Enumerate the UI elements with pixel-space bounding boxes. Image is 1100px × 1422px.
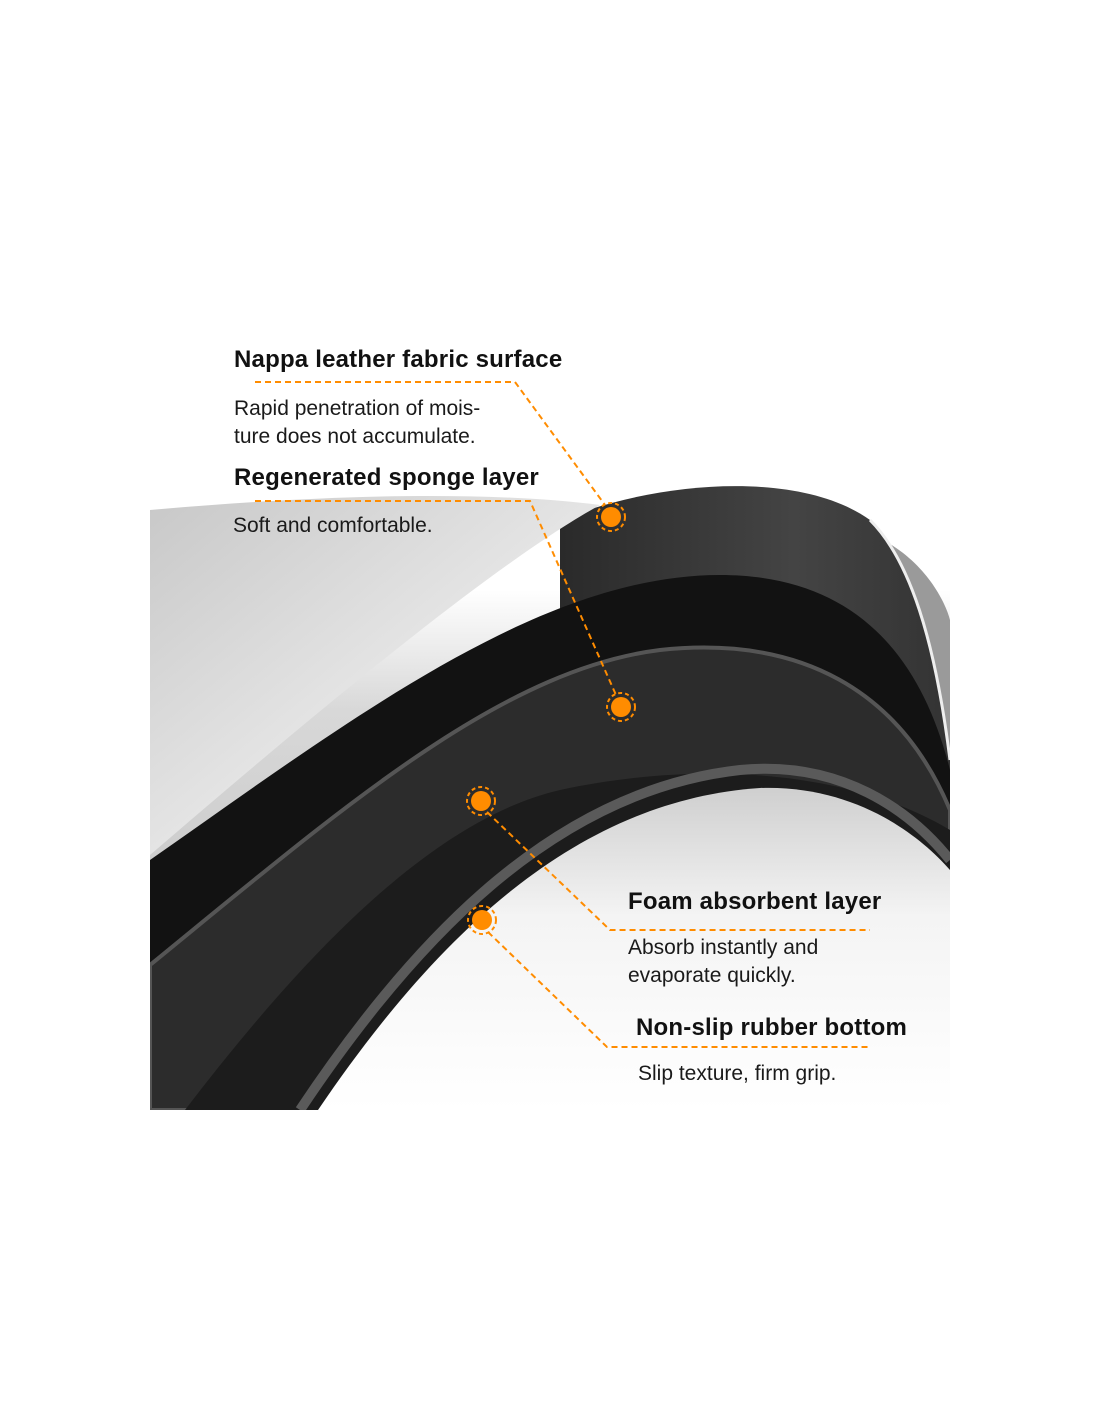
rubber-edge	[295, 763, 950, 1110]
nappa-title: Nappa leather fabric surface	[234, 346, 563, 373]
foam-desc-line-2: evaporate quickly.	[628, 964, 796, 987]
nappa-desc-line-2: ture does not accumulate.	[234, 425, 476, 448]
rubber-title: Non-slip rubber bottom	[636, 1014, 908, 1041]
sponge-desc: Soft and comfortable.	[233, 514, 433, 537]
marker-sponge-dot	[606, 692, 636, 722]
marker-dots	[466, 502, 636, 935]
rubber-desc: Slip texture, firm grip.	[638, 1062, 837, 1085]
top-white-edge	[868, 518, 950, 761]
marker-nappa-dot	[596, 502, 626, 532]
leader-line-nappa	[255, 381, 606, 506]
fabric-surface	[150, 495, 600, 855]
floor-area	[318, 787, 950, 1110]
marker-foam-dot	[466, 786, 496, 816]
nappa-desc-line-1: Rapid penetration of mois-	[234, 397, 481, 420]
foam-desc-line-1: Absorb instantly and	[628, 936, 819, 959]
leader-line-foam	[486, 811, 870, 931]
sponge-title: Regenerated sponge layer	[234, 464, 539, 491]
leader-line-rubber	[487, 931, 870, 1048]
foam-title: Foam absorbent layer	[628, 888, 882, 915]
leader-line-sponge	[255, 500, 617, 696]
marker-rubber-dot	[467, 905, 497, 935]
